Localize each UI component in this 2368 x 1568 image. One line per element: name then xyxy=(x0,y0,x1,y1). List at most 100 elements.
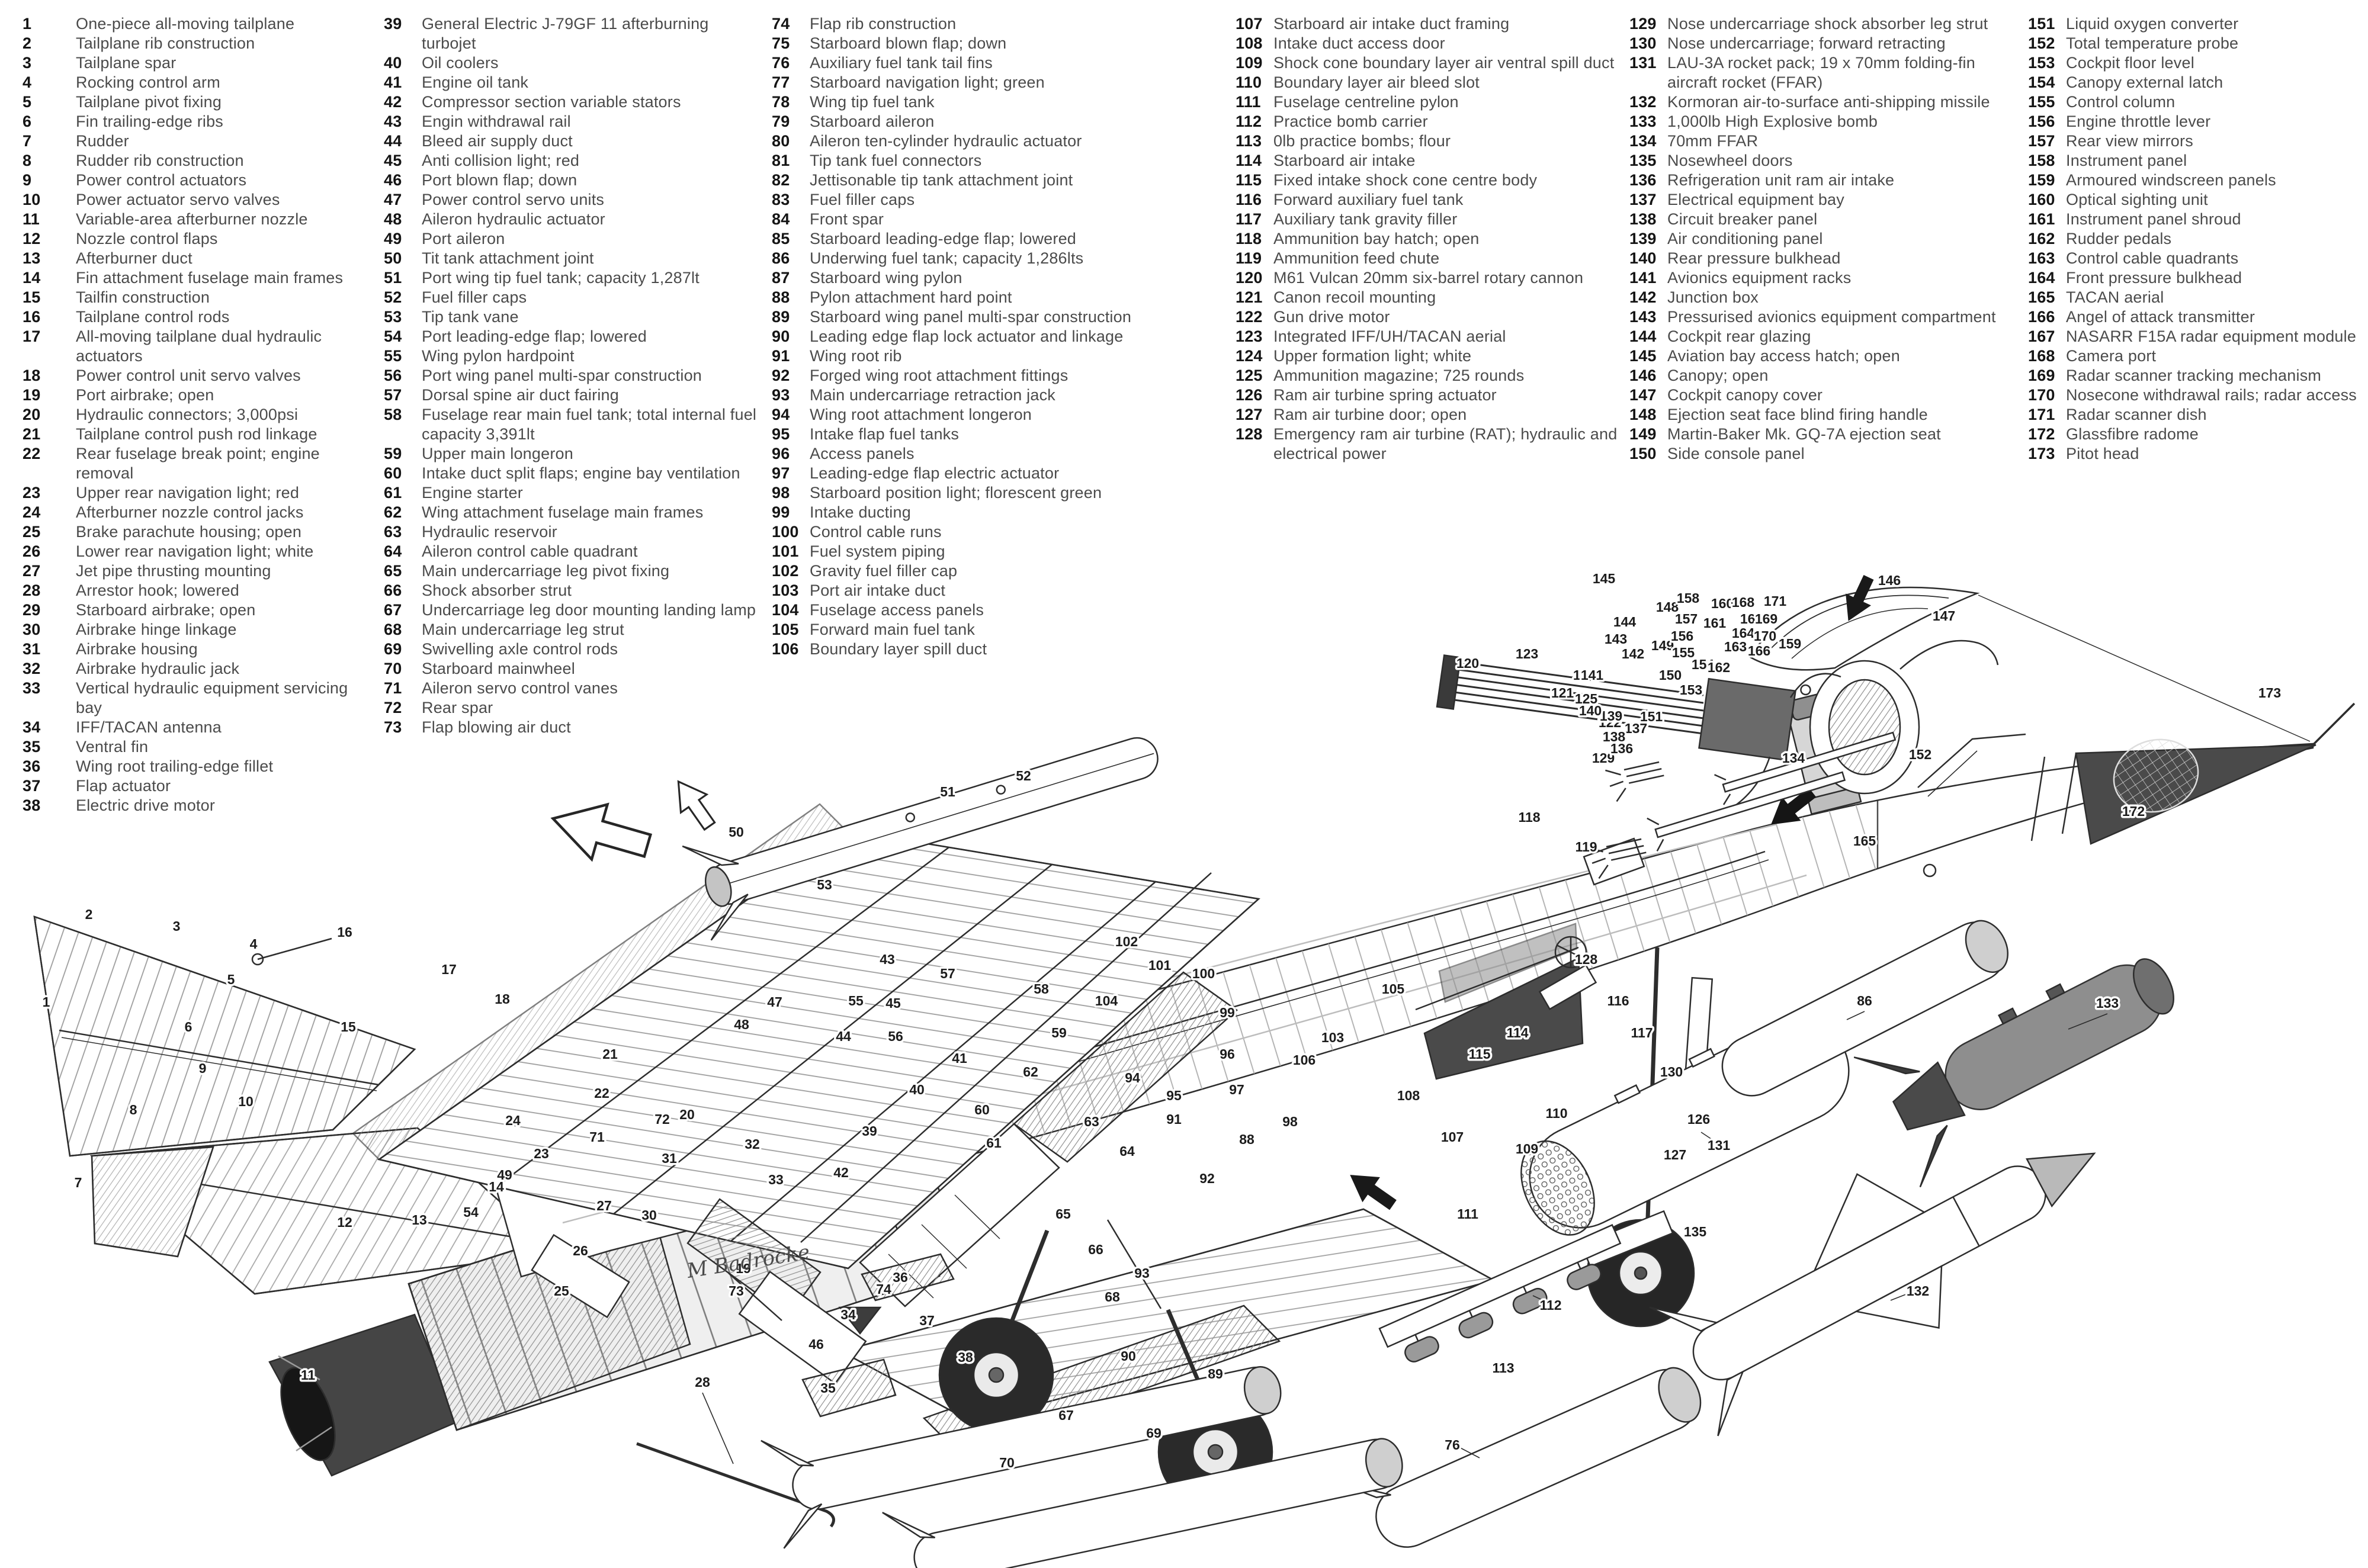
callout-number: 164 xyxy=(1732,625,1755,641)
callout-number: 90 xyxy=(1121,1348,1136,1364)
callout-number: 127 xyxy=(1664,1147,1686,1162)
callout-number: 123 xyxy=(1516,646,1538,661)
legend-item-text: Aileron hydraulic actuator xyxy=(422,210,605,228)
legend-item-text: Wing root attachment longeron xyxy=(810,406,1032,423)
legend-item-text: Cockpit floor level xyxy=(2066,54,2194,72)
legend-item-text: Fuselage rear main fuel tank; total inte… xyxy=(422,406,757,443)
legend-item-number: 81 xyxy=(772,152,790,169)
legend-item-text: Hydraulic connectors; 3,000psi xyxy=(76,406,299,423)
legend-item-number: 55 xyxy=(384,347,402,365)
callout-number: 161 xyxy=(1703,615,1727,631)
legend-item-number: 161 xyxy=(2028,210,2055,228)
legend-item-text: Fixed intake shock cone centre body xyxy=(1273,171,1538,189)
legend-item-number: 144 xyxy=(1629,327,1657,345)
legend-item-text: Camera port xyxy=(2066,347,2157,365)
legend-item-text: Fuel filler caps xyxy=(810,191,915,208)
legend-item-text: Power control unit servo valves xyxy=(76,367,301,384)
legend-item-text: Tailfin construction xyxy=(76,288,210,306)
legend-item-number: 45 xyxy=(384,152,402,169)
legend-item-number: 118 xyxy=(1236,230,1262,248)
legend-item-text: Rear view mirrors xyxy=(2066,132,2193,150)
legend-item-number: 85 xyxy=(772,230,790,248)
legend-item-number: 25 xyxy=(23,523,41,541)
legend-item-text: General Electric J-79GF 11 afterburning … xyxy=(422,15,709,52)
legend-item-number: 152 xyxy=(2028,34,2055,52)
legend-item-number: 136 xyxy=(1629,171,1657,189)
callout-number: 103 xyxy=(1321,1030,1344,1045)
legend-item-number: 146 xyxy=(1629,367,1657,384)
legend-item-number: 48 xyxy=(384,210,402,228)
legend-item-text: LAU-3A rocket pack; 19 x 70mm folding-fi… xyxy=(1667,54,1975,91)
callout-number: 121 xyxy=(1551,685,1574,701)
legend-item-number: 143 xyxy=(1629,308,1657,326)
legend-item-text: Undercarriage leg door mounting landing … xyxy=(422,601,756,619)
legend-item-text: Underwing fuel tank; capacity 1,286lts xyxy=(810,249,1084,267)
legend-item-text: Power control servo units xyxy=(422,191,605,208)
legend-item-number: 34 xyxy=(23,718,41,736)
legend-item-text: Front pressure bulkhead xyxy=(2066,269,2242,287)
legend-item-number: 20 xyxy=(23,406,41,423)
legend-item-number: 70 xyxy=(384,660,402,677)
callout-number: 63 xyxy=(1084,1114,1099,1129)
legend-item-text: Martin-Baker Mk. GQ-7A ejection seat xyxy=(1667,425,1941,443)
callout-number: 71 xyxy=(589,1129,605,1145)
legend-item-number: 54 xyxy=(384,327,402,345)
legend-item-number: 106 xyxy=(772,640,799,658)
legend-item-number: 156 xyxy=(2028,113,2055,130)
legend-item-number: 66 xyxy=(384,581,402,599)
legend-item-number: 82 xyxy=(772,171,790,189)
legend-item-number: 162 xyxy=(2028,230,2055,248)
legend-item-text: Flap blowing air duct xyxy=(422,718,571,736)
legend-item-number: 33 xyxy=(23,679,41,697)
legend-item-number: 109 xyxy=(1236,54,1263,72)
callout-number: 97 xyxy=(1229,1082,1244,1097)
legend-item-number: 52 xyxy=(384,288,402,306)
legend-item-text: Brake parachute housing; open xyxy=(76,523,302,541)
callout-number: 154 xyxy=(1692,657,1715,672)
callout-number: 130 xyxy=(1660,1064,1683,1079)
callout-number: 92 xyxy=(1199,1171,1215,1186)
airbrake-open xyxy=(686,1198,867,1385)
legend-item-text: Aviation bay access hatch; open xyxy=(1667,347,1900,365)
callout-number: 32 xyxy=(745,1136,760,1152)
legend-item-number: 11 xyxy=(23,210,40,228)
legend-item-number: 13 xyxy=(23,249,41,267)
camera-port xyxy=(1923,863,1937,878)
legend-item-text: Nose undercarriage; forward retracting xyxy=(1667,34,1946,52)
callout-number: 16 xyxy=(337,924,352,940)
legend-item-number: 40 xyxy=(384,54,402,72)
legend-item-text: Starboard mainwheel xyxy=(422,660,575,677)
legend-item-text: Hydraulic reservoir xyxy=(422,523,557,541)
callout-number: 25 xyxy=(554,1283,569,1299)
callout-number: 23 xyxy=(534,1146,549,1161)
callout-number: 10 xyxy=(238,1094,254,1109)
legend-item-text: Airbrake housing xyxy=(76,640,198,658)
legend-item-text: Fuel system piping xyxy=(810,542,945,560)
legend-item-text: Compressor section variable stators xyxy=(422,93,681,111)
legend-item-number: 79 xyxy=(772,113,790,130)
callout-number: 147 xyxy=(1933,608,1955,624)
legend-item-text: Bleed air supply duct xyxy=(422,132,573,150)
legend-item-number: 167 xyxy=(2028,327,2055,345)
